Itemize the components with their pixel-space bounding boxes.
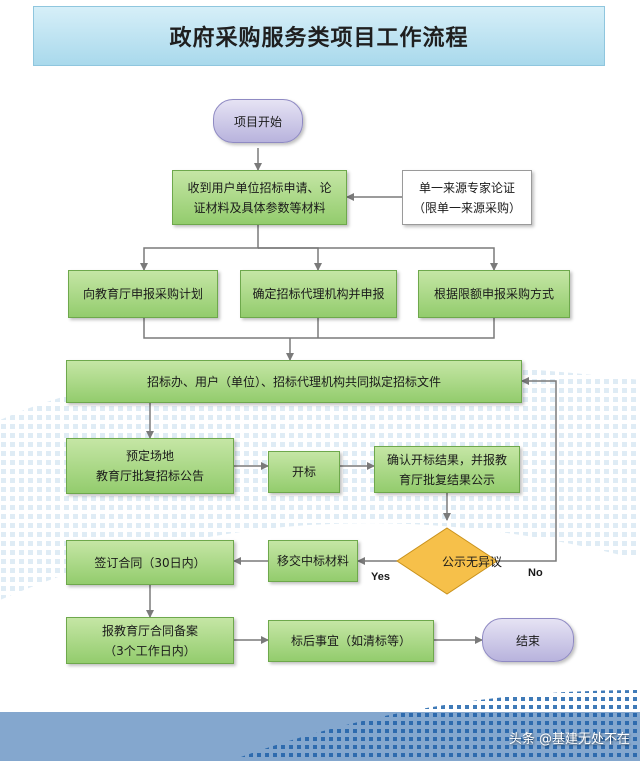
node-draft-label: 招标办、用户（单位）、招标代理机构共同拟定招标文件 xyxy=(146,374,441,389)
node-agency-label: 确定招标代理机构并申报 xyxy=(252,287,385,301)
node-confirm: 确认开标结果，并报教 育厅批复结果公示 xyxy=(374,446,520,493)
node-end-label: 结束 xyxy=(515,633,540,648)
node-publicity: 公示无异议 xyxy=(397,547,547,575)
node-after-label: 标后事宜（如清标等） xyxy=(290,634,411,648)
node-report-plan: 向教育厅申报采购计划 xyxy=(68,270,218,318)
node-agency: 确定招标代理机构并申报 xyxy=(240,270,397,318)
footer-strip xyxy=(0,712,640,761)
node-single-source-line2: （限单一来源采购） xyxy=(412,200,521,215)
node-receive-line1: 收到用户单位招标申请、论 xyxy=(187,180,332,195)
node-report-plan-label: 向教育厅申报采购计划 xyxy=(82,287,203,301)
node-end: 结束 xyxy=(482,618,574,662)
edge-publicity-draft-no xyxy=(497,377,557,562)
node-confirm-line1: 确认开标结果，并报教 xyxy=(386,452,507,467)
node-filing-line1: 报教育厅合同备案 xyxy=(101,623,198,638)
node-open-label: 开标 xyxy=(291,465,316,479)
node-confirm-line2: 育厅批复结果公示 xyxy=(398,472,495,487)
node-draft: 招标办、用户（单位）、招标代理机构共同拟定招标文件 xyxy=(66,360,522,403)
node-contract-label: 签订合同（30日内） xyxy=(94,555,206,570)
edge-receive-branch xyxy=(140,225,259,271)
title-bar: 政府采购服务类项目工作流程 xyxy=(33,6,605,66)
node-venue: 预定场地 教育厅批复招标公告 xyxy=(66,438,234,494)
node-receive-line2: 证材料及具体参数等材料 xyxy=(193,200,326,215)
node-after: 标后事宜（如清标等） xyxy=(268,620,434,662)
node-contract: 签订合同（30日内） xyxy=(66,540,234,585)
connectors xyxy=(140,148,557,644)
node-venue-line1: 预定场地 xyxy=(125,449,174,463)
node-filing-line2: （3个工作日内） xyxy=(104,643,196,658)
edge-label-no: No xyxy=(528,567,543,579)
node-method-label: 根据限额申报采购方式 xyxy=(433,287,554,301)
node-start: 项目开始 xyxy=(213,99,303,143)
node-single-source-line1: 单一来源专家论证 xyxy=(418,180,515,195)
footer-watermark: 头条 @基建无处不在 xyxy=(508,732,630,747)
node-start-label: 项目开始 xyxy=(233,114,282,129)
edge-branch-method xyxy=(258,247,498,271)
node-single-source: 单一来源专家论证 （限单一来源采购） xyxy=(402,170,532,225)
node-publicity-label: 公示无异议 xyxy=(441,554,502,569)
edge-branch-agency xyxy=(258,247,322,271)
edge-merge-top xyxy=(143,318,495,339)
node-open: 开标 xyxy=(268,451,340,493)
node-receive: 收到用户单位招标申请、论 证材料及具体参数等材料 xyxy=(172,170,347,225)
page-title: 政府采购服务类项目工作流程 xyxy=(169,25,469,51)
node-method: 根据限额申报采购方式 xyxy=(418,270,570,318)
node-venue-line2: 教育厅批复招标公告 xyxy=(95,469,204,483)
decision-diamond xyxy=(396,527,498,595)
node-filing: 报教育厅合同备案 （3个工作日内） xyxy=(66,617,234,664)
edge-label-yes: Yes xyxy=(371,571,390,583)
node-transfer: 移交中标材料 xyxy=(268,540,358,582)
node-transfer-label: 移交中标材料 xyxy=(276,554,349,568)
